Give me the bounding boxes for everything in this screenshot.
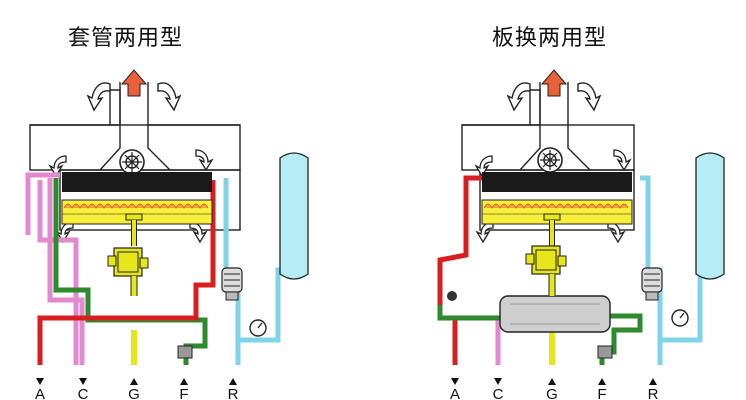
heat-exchanger — [62, 172, 212, 192]
fan-icon — [119, 149, 145, 175]
flame-row — [63, 203, 209, 209]
port-marker-icon — [598, 378, 606, 385]
port-label-c: C — [493, 386, 504, 400]
flue-arrow-left-icon — [507, 82, 531, 111]
exhaust-up-arrow-icon — [120, 69, 148, 97]
port-label-g: G — [128, 386, 140, 400]
gas-valve-icon — [525, 245, 567, 275]
flue-arrow-left-icon — [87, 82, 111, 111]
diagram-plate-type: A C G F R — [437, 69, 725, 400]
airflow-right-icon — [613, 149, 631, 171]
port-marker-icon — [494, 378, 502, 385]
fan-icon — [537, 147, 563, 173]
port-label-f: F — [179, 386, 188, 400]
flame-row — [483, 203, 629, 209]
port-label-g: G — [546, 386, 558, 400]
port-markers: A C G F R — [450, 378, 659, 400]
port-label-c: C — [78, 386, 89, 400]
gas-valve-icon — [107, 247, 149, 277]
pressure-gauge-icon — [249, 319, 267, 337]
port-label-r: R — [648, 386, 659, 400]
exhaust-up-arrow-icon — [540, 69, 568, 97]
combustion-chamber — [59, 169, 241, 231]
port-label-a: A — [35, 386, 45, 400]
pipe-domestic-hot — [25, 172, 60, 235]
port-marker-icon — [649, 378, 657, 385]
port-label-r: R — [228, 386, 239, 400]
port-marker-icon — [36, 378, 44, 385]
pressure-gauge-icon — [671, 309, 689, 327]
port-markers: A C G F R — [35, 378, 239, 400]
expansion-tank-icon — [279, 152, 309, 280]
port-marker-icon — [79, 378, 87, 385]
port-label-f: F — [597, 386, 606, 400]
airflow-right-icon — [195, 149, 213, 171]
flue-arrow-right-icon — [577, 82, 601, 111]
pipe-hot-supply — [37, 180, 216, 365]
port-marker-icon — [130, 378, 138, 385]
port-label-a: A — [450, 386, 460, 400]
heat-exchanger — [482, 172, 632, 192]
airflow-bottom-right-icon — [607, 221, 625, 243]
diagram-sleeve-type: A C G F R — [25, 69, 309, 400]
pipe-hot-supply — [437, 175, 482, 365]
diagram-title-plate: 板换两用型 — [492, 26, 608, 51]
airflow-bottom-right-icon — [189, 221, 207, 243]
port-marker-icon — [451, 378, 459, 385]
diagram-title-sleeve: 套管两用型 — [68, 26, 184, 51]
flue-arrow-right-icon — [157, 82, 181, 111]
expansion-tank-icon — [695, 152, 725, 280]
port-marker-icon — [229, 378, 237, 385]
port-marker-icon — [180, 378, 188, 385]
valve-icon — [447, 291, 457, 301]
port-marker-icon — [548, 378, 556, 385]
plate-heat-exchanger — [499, 295, 611, 333]
